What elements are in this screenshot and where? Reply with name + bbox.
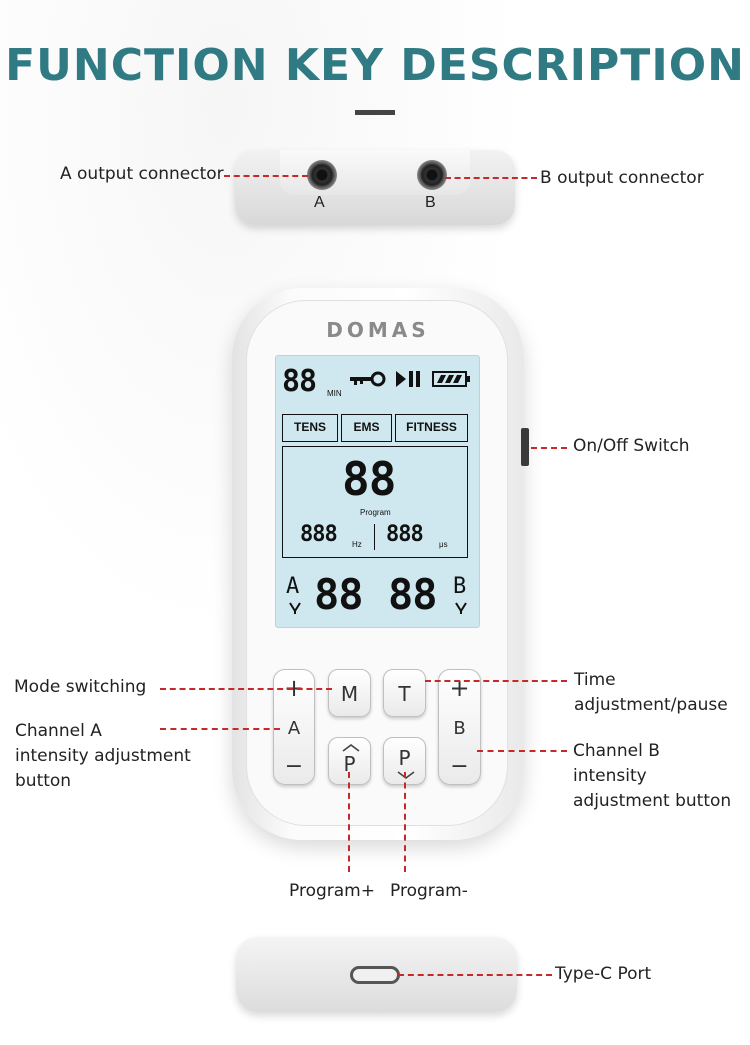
- mode-switching-label: Mode switching: [14, 677, 147, 697]
- jack-a-label: A: [314, 194, 325, 211]
- lcd-program-frame: [282, 446, 468, 558]
- lcd-program-value: 88: [342, 452, 396, 506]
- chevron-up-icon: [342, 744, 360, 752]
- key-lock-icon: [350, 371, 386, 387]
- lcd-separator: [374, 524, 375, 550]
- mode-tens: TENS: [282, 414, 338, 442]
- channel-b-letter: B: [453, 718, 466, 739]
- channel-b-intensity-button[interactable]: + B −: [438, 669, 481, 785]
- channel-a-letter: A: [287, 718, 301, 739]
- program-plus-label: P: [343, 752, 356, 776]
- lcd-display: 88 MIN TENS EMS FITNESS 88 Program 888 H…: [275, 355, 480, 628]
- on-off-switch[interactable]: [521, 428, 529, 466]
- channel-a-label-line2: intensity adjustment: [15, 746, 191, 766]
- time-button-label: T: [398, 682, 411, 706]
- program-minus-leader: [404, 772, 406, 872]
- b-output-connector-label: B output connector: [540, 168, 704, 188]
- channel-b-label-line2: intensity: [573, 766, 647, 786]
- mode-button[interactable]: M: [328, 669, 371, 717]
- lcd-frequency-unit: Hz: [352, 540, 362, 549]
- jack-b-label: B: [425, 194, 436, 211]
- lcd-channel-a-letter: A: [286, 574, 299, 599]
- program-minus-button[interactable]: P: [383, 737, 426, 785]
- on-off-switch-label: On/Off Switch: [573, 436, 690, 456]
- program-minus-label-text: Program-: [390, 881, 468, 901]
- lcd-channel-a-value: 88: [314, 570, 364, 619]
- program-plus-label-text: Program+: [289, 881, 375, 901]
- device-top-view: [235, 150, 515, 225]
- lcd-pulse-value: 888: [386, 522, 424, 547]
- b-output-jack: [417, 160, 447, 190]
- lcd-pulse-unit: μs: [439, 540, 448, 549]
- brand-logo: DOMAS: [326, 318, 430, 342]
- channel-b-label-line3: adjustment button: [573, 791, 732, 811]
- time-label-line1: Time: [574, 670, 616, 690]
- mode-button-label: M: [340, 682, 359, 706]
- channel-b-plus[interactable]: +: [449, 674, 470, 702]
- play-pause-icon: [396, 371, 420, 387]
- electrode-a-icon: [289, 602, 301, 614]
- mode-ems: EMS: [341, 414, 392, 442]
- a-output-leader: [224, 175, 308, 177]
- channel-b-minus[interactable]: −: [450, 754, 469, 779]
- channel-b-label-line1: Channel B: [573, 741, 660, 761]
- a-output-connector-label: A output connector: [60, 164, 224, 184]
- chevron-down-icon: [397, 771, 415, 779]
- lcd-timer-unit: MIN: [327, 389, 342, 398]
- time-leader: [425, 680, 567, 682]
- lcd-program-label: Program: [360, 508, 391, 517]
- channel-a-label-line1: Channel A: [15, 721, 102, 741]
- a-output-jack: [307, 160, 337, 190]
- type-c-leader: [398, 974, 552, 976]
- program-minus-label: P: [398, 746, 411, 770]
- channel-a-leader: [160, 728, 280, 730]
- time-label-line2: adjustment/pause: [574, 695, 728, 715]
- lcd-channel-b-value: 88: [388, 570, 438, 619]
- channel-a-intensity-button[interactable]: + A −: [273, 669, 315, 785]
- channel-b-leader: [477, 750, 567, 752]
- electrode-b-icon: [455, 602, 467, 614]
- mode-fitness: FITNESS: [395, 414, 468, 442]
- lcd-timer: 88: [282, 364, 317, 399]
- lcd-channel-b-letter: B: [453, 574, 466, 599]
- type-c-port-label: Type-C Port: [555, 964, 652, 984]
- program-plus-leader: [348, 772, 350, 872]
- battery-icon: [432, 371, 470, 387]
- type-c-port: [350, 966, 400, 984]
- on-off-leader: [531, 447, 567, 449]
- channel-a-label-line3: button: [15, 771, 72, 791]
- mode-switching-leader: [160, 688, 332, 690]
- title-underline: [355, 110, 395, 115]
- lcd-frequency-value: 888: [300, 522, 338, 547]
- page-title: FUNCTION KEY DESCRIPTION: [5, 40, 745, 91]
- channel-a-minus[interactable]: −: [284, 754, 304, 779]
- b-output-leader: [445, 177, 537, 179]
- time-button[interactable]: T: [383, 669, 426, 717]
